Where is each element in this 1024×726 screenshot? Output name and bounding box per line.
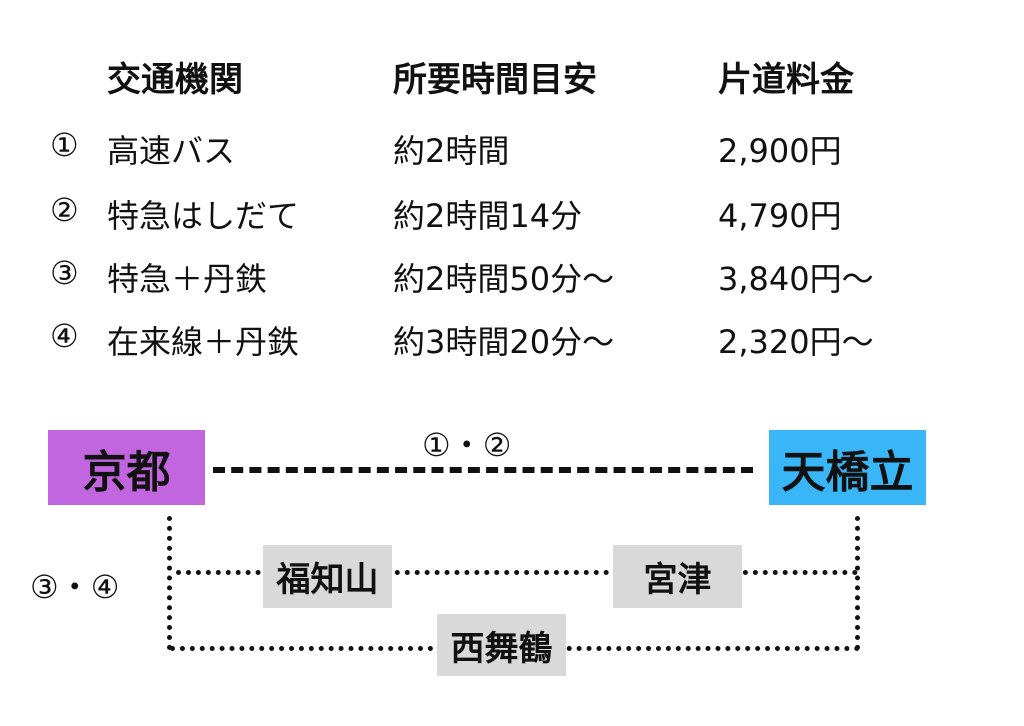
header-fare: 片道料金 xyxy=(718,60,854,100)
left-route-line xyxy=(167,516,172,650)
row-time: 約2時間50分～ xyxy=(393,260,615,298)
station-fukuchiyama: 福知山 xyxy=(263,545,392,608)
row-time: 約2時間14分 xyxy=(393,197,583,235)
header-mode: 交通機関 xyxy=(107,60,243,100)
middle-route-line xyxy=(176,570,858,575)
row-fare: 2,900円 xyxy=(718,132,842,170)
row-mode: 特急はしだて xyxy=(107,197,300,235)
row-fare: 4,790円 xyxy=(718,197,842,235)
row-number: ① xyxy=(50,126,79,164)
destination-station: 天橋立 xyxy=(769,430,926,505)
row-mode: 在来線＋丹鉄 xyxy=(107,323,300,361)
row-fare: 2,320円～ xyxy=(718,323,874,361)
row-number: ③ xyxy=(50,254,79,292)
row-mode: 高速バス xyxy=(107,132,236,170)
row-time: 約2時間 xyxy=(393,132,510,170)
station-miyazu: 宮津 xyxy=(613,545,742,608)
station-nishimaizuru: 西舞鶴 xyxy=(437,614,566,676)
row-fare: 3,840円～ xyxy=(718,260,874,298)
origin-station: 京都 xyxy=(48,430,205,505)
row-mode: 特急＋丹鉄 xyxy=(107,260,268,298)
row-time: 約3時間20分～ xyxy=(393,323,615,361)
right-route-line xyxy=(855,516,860,650)
local-route-label: ③・④ xyxy=(30,562,120,608)
direct-route-line xyxy=(213,467,753,473)
row-number: ④ xyxy=(50,317,79,355)
header-time: 所要時間目安 xyxy=(393,60,597,100)
direct-route-label: ①・② xyxy=(422,426,512,464)
row-number: ② xyxy=(50,191,79,229)
